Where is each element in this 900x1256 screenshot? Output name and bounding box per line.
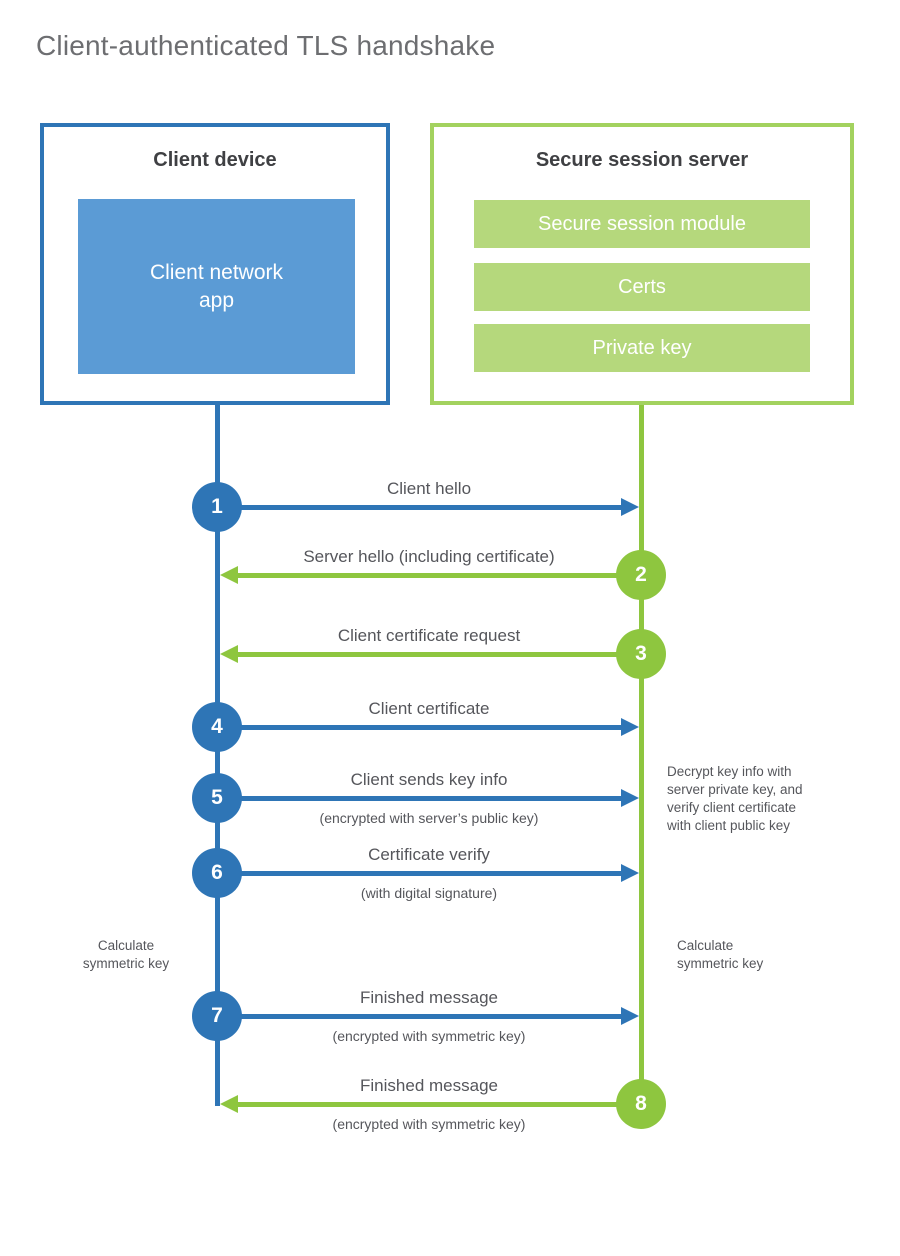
step-3-arrowhead-icon [220,645,238,663]
server-module-private-key: Private key [474,324,810,372]
server-module-certs: Certs [474,263,810,311]
step-5-arrow [217,796,621,801]
client-lifeline [215,405,220,1106]
step-2-arrow [238,573,641,578]
step-4-arrowhead-icon [621,718,639,736]
step-2-label: Server hello (including certificate) [303,547,555,566]
step-5-sublabel: (encrypted with server’s public key) [319,810,539,826]
server-decrypt-note: Decrypt key info with server private key… [667,764,803,833]
step-6-sublabel: (with digital signature) [360,885,498,901]
step-5-label: Client sends key info [350,770,508,789]
step-8-label: Finished message [360,1076,498,1095]
step-3-label: Client certificate request [337,626,521,645]
step-7-arrowhead-icon [621,1007,639,1025]
step-7-label: Finished message [360,988,498,1007]
step-5-arrowhead-icon [621,789,639,807]
step-4-circle: 4 [192,702,242,752]
step-4-arrow [217,725,621,730]
page-title: Client-authenticated TLS handshake [36,30,496,61]
step-7-arrow [217,1014,621,1019]
step-6-arrow [217,871,621,876]
step-2-circle: 2 [616,550,666,600]
step-8-circle: 8 [616,1079,666,1129]
client-network-app-box: Client network app [78,199,355,374]
client-calculate-key-note: Calculate symmetric key [82,938,170,971]
step-8-sublabel: (encrypted with symmetric key) [332,1116,526,1132]
client-device-title: Client device [153,149,277,171]
step-7-sublabel: (encrypted with symmetric key) [332,1028,526,1044]
server-title: Secure session server [535,149,749,171]
step-1-label: Client hello [386,479,472,498]
server-calculate-key-note: Calculate symmetric key [677,938,764,971]
step-6-circle: 6 [192,848,242,898]
server-lifeline [639,405,644,1104]
step-2-arrowhead-icon [220,566,238,584]
step-5-circle: 5 [192,773,242,823]
step-6-label: Certificate verify [368,845,490,864]
step-4-label: Client certificate [368,699,490,718]
step-8-arrow [238,1102,641,1107]
step-8-arrowhead-icon [220,1095,238,1113]
server-module-secure-session: Secure session module [474,200,810,248]
step-1-arrow [217,505,621,510]
step-7-circle: 7 [192,991,242,1041]
step-6-arrowhead-icon [621,864,639,882]
step-1-arrowhead-icon [621,498,639,516]
step-3-circle: 3 [616,629,666,679]
step-1-circle: 1 [192,482,242,532]
step-3-arrow [238,652,641,657]
